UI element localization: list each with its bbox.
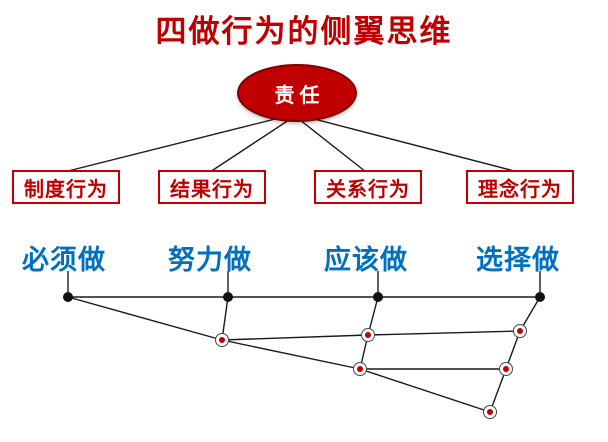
red-node-dots [215,324,527,419]
category-box-relation: 关系行为 [314,170,422,204]
lattice-lines [67,296,541,413]
category-box-result: 结果行为 [158,170,266,204]
category-label: 理念行为 [478,178,562,201]
black-node-dots [63,292,545,302]
behavior-label-choose-do: 选择做 [476,245,560,275]
category-label: 结果行为 [170,178,254,201]
behavior-label-must-do: 必须做 [22,245,106,275]
behavior-label-should-do: 应该做 [324,245,408,275]
behavior-label-strive-do: 努力做 [168,245,252,275]
category-box-system: 制度行为 [12,170,120,204]
category-label: 关系行为 [326,178,410,201]
category-label: 制度行为 [24,178,108,201]
root-fan-lines [63,113,519,173]
label-to-dot-ticks [67,271,541,293]
category-box-concept: 理念行为 [466,170,574,204]
root-node-label: 责任 [274,84,325,107]
root-node-ellipse: 责任 [237,64,357,122]
page-title: 四做行为的侧翼思维 [155,14,453,49]
